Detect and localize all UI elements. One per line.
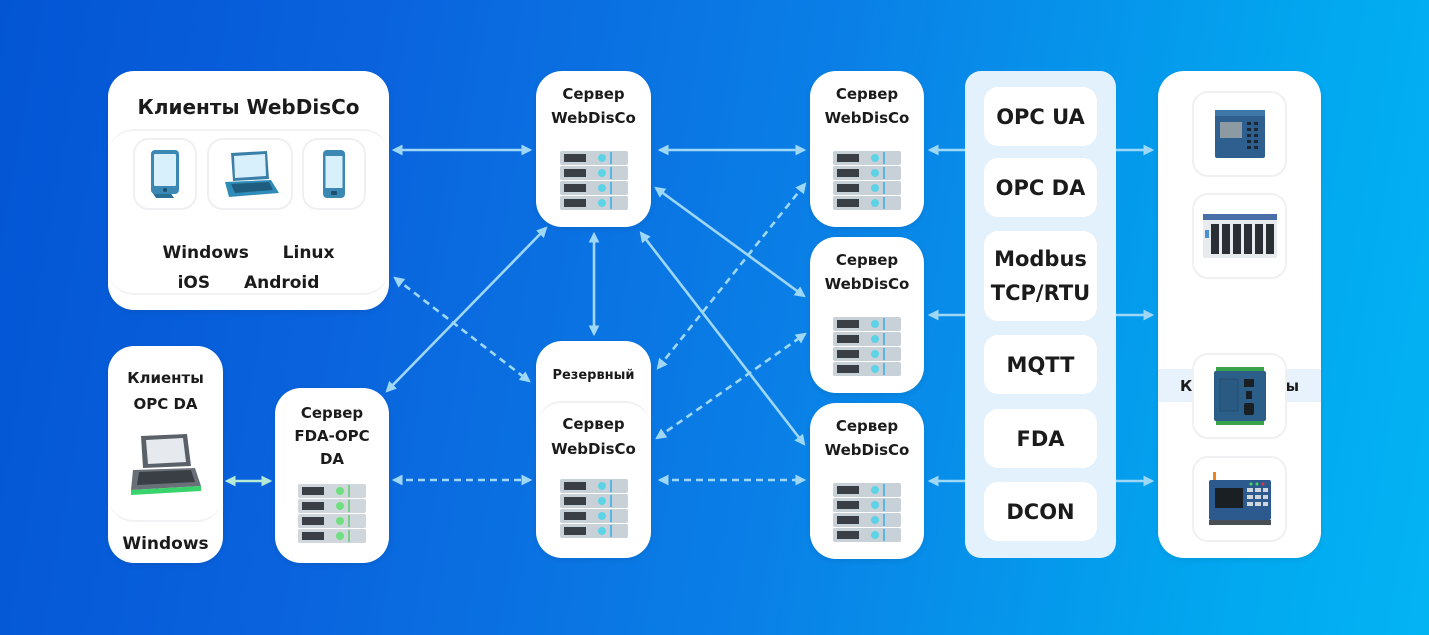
plc-ethernet-icon <box>1213 367 1266 425</box>
os-ios: iOS <box>177 273 211 293</box>
right2-title-2: WebDisCo <box>824 275 910 293</box>
server-main-card[interactable]: Сервер WebDisCo <box>536 71 651 227</box>
os-linux: Linux <box>282 243 335 263</box>
right2-title-1: Сервер <box>835 251 899 269</box>
reserve-badge: Резервный <box>552 368 635 383</box>
protocol-label: Modbus <box>994 247 1087 271</box>
hmi-controller-icon <box>1208 472 1271 525</box>
plc-keypad-icon <box>1214 110 1265 158</box>
protocol-label-2: TCP/RTU <box>990 281 1091 305</box>
protocol-label: FDA <box>1016 426 1065 451</box>
arrow-fda-to-main <box>385 226 548 393</box>
protocol-fda[interactable]: FDA <box>984 409 1097 468</box>
rugged-laptop-icon <box>131 434 201 495</box>
protocol-label: OPC UA <box>996 104 1085 129</box>
clients-opcda-card[interactable]: Клиенты OPC DA Windows <box>108 346 223 563</box>
clients-webdisco-title: Клиенты WebDisCo <box>137 95 360 119</box>
protocol-label: DCON <box>1006 499 1075 524</box>
server-rack-icon <box>833 317 901 376</box>
server-rack-icon <box>833 483 901 542</box>
fda-title-3: DA <box>319 450 345 468</box>
fda-title-1: Сервер <box>300 404 364 422</box>
os-row-1: Windows Linux <box>108 243 389 263</box>
controller-1 <box>1192 91 1287 177</box>
clients-opcda-title-2: OPC DA <box>133 395 198 413</box>
server-rack-icon <box>559 479 628 538</box>
server-right-2-card[interactable]: Сервер WebDisCo <box>810 237 924 393</box>
smartphone-device <box>302 138 366 210</box>
server-right-3-card[interactable]: Сервер WebDisCo <box>810 403 924 559</box>
dashed-reserve-to-right1 <box>656 182 807 370</box>
server-rack-green-icon <box>298 484 366 543</box>
dashed-clients-to-reserve <box>393 276 531 383</box>
os-windows: Windows <box>162 243 249 263</box>
clients-opcda-os: Windows <box>122 534 209 554</box>
server-rack-icon <box>559 151 628 210</box>
reserve-server-title-1: Сервер <box>562 415 625 433</box>
protocol-opc-da[interactable]: OPC DA <box>984 158 1097 217</box>
protocol-dcon[interactable]: DCON <box>984 482 1097 541</box>
os-row-2: iOS Android <box>108 273 389 293</box>
clients-opcda-title-1: Клиенты <box>127 369 204 387</box>
protocol-label: MQTT <box>1006 352 1075 377</box>
tablet-icon <box>151 150 179 198</box>
io-module-rack-icon <box>1202 214 1277 258</box>
os-android: Android <box>243 273 320 293</box>
controller-4 <box>1192 456 1287 542</box>
server-rack-icon <box>833 151 901 210</box>
right1-title-2: WebDisCo <box>824 109 910 127</box>
protocols-panel: OPC UA OPC DA Modbus TCP/RTU MQTT FDA DC… <box>965 71 1116 558</box>
server-right-1-card[interactable]: Сервер WebDisCo <box>810 71 924 227</box>
controller-3 <box>1192 353 1287 439</box>
protocol-modbus[interactable]: Modbus TCP/RTU <box>984 231 1097 321</box>
laptop-device <box>207 138 293 210</box>
arrow-main-to-right3 <box>639 231 806 446</box>
protocol-mqtt[interactable]: MQTT <box>984 335 1097 394</box>
tablet-device <box>133 138 197 210</box>
server-reserve-card[interactable]: Резервный Сервер WebDisCo <box>536 341 651 558</box>
right3-title-2: WebDisCo <box>824 441 910 459</box>
main-server-title-1: Сервер <box>562 85 625 103</box>
laptop-icon <box>225 151 279 197</box>
clients-webdisco-card[interactable]: Клиенты WebDisCo Windows Linux iOS An <box>108 71 389 310</box>
smartphone-icon <box>323 150 345 198</box>
protocol-label: OPC DA <box>995 175 1086 200</box>
dashed-reserve-to-right2 <box>655 332 807 440</box>
controllers-card[interactable]: Контроллеры <box>1158 71 1321 558</box>
reserve-server-title-2: WebDisCo <box>551 440 636 458</box>
controller-2 <box>1192 193 1287 279</box>
right3-title-1: Сервер <box>835 417 899 435</box>
main-server-title-2: WebDisCo <box>551 109 636 127</box>
protocol-opc-ua[interactable]: OPC UA <box>984 87 1097 146</box>
right1-title-1: Сервер <box>835 85 899 103</box>
fda-title-2: FDA-OPC <box>294 427 370 445</box>
server-fda-opcda-card[interactable]: Сервер FDA-OPC DA <box>275 388 389 563</box>
